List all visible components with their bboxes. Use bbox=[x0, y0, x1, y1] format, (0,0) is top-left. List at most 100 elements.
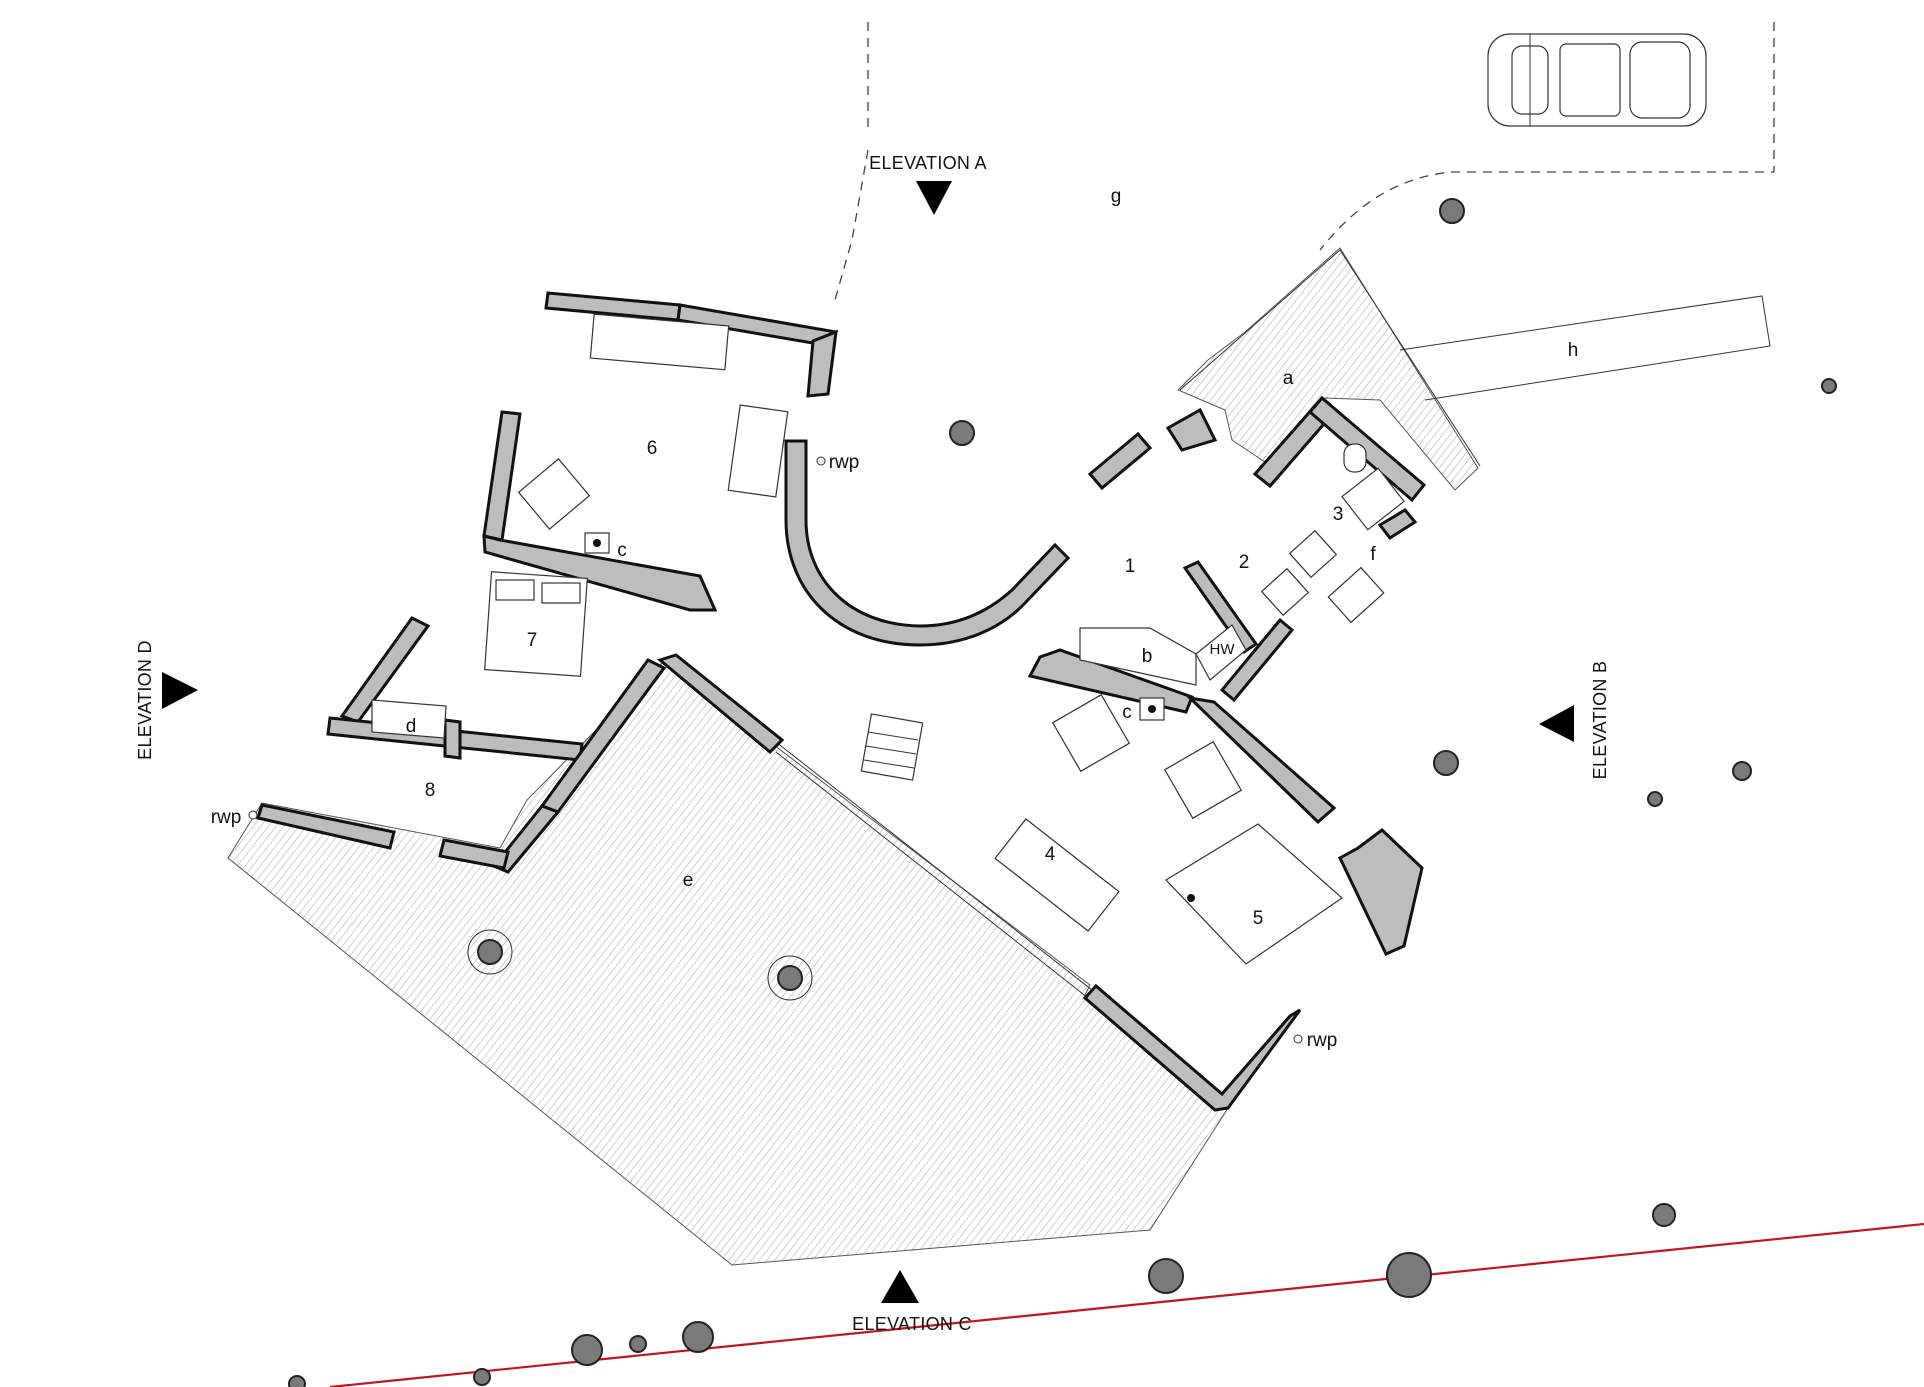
glazing bbox=[775, 741, 1093, 991]
room-labels: 1 2 3 4 5 6 7 8 bbox=[425, 438, 1344, 929]
wall bbox=[656, 653, 785, 755]
wall bbox=[1027, 648, 1194, 714]
property-boundary-line bbox=[329, 1222, 1924, 1387]
tree bbox=[467, 929, 513, 975]
room-3-label: 3 bbox=[1333, 504, 1344, 525]
wall bbox=[1219, 617, 1295, 703]
rwp-label: rwp bbox=[829, 452, 860, 473]
key-labels: a b c c d e f g h HW bbox=[406, 186, 1579, 891]
tree bbox=[1386, 1252, 1432, 1298]
key-f-label: f bbox=[1370, 544, 1376, 565]
armchair bbox=[517, 458, 591, 530]
closet-d bbox=[371, 699, 447, 739]
wall bbox=[438, 838, 510, 870]
wall bbox=[1338, 828, 1424, 956]
tree bbox=[1652, 1203, 1676, 1227]
pillow bbox=[541, 582, 581, 604]
car-icon bbox=[1487, 33, 1707, 127]
key-c-label: c bbox=[1122, 702, 1132, 723]
tree bbox=[288, 1375, 306, 1387]
tree bbox=[473, 1368, 491, 1386]
parking-boundary-dashed bbox=[1319, 22, 1775, 251]
rwp-label: rwp bbox=[1307, 1030, 1338, 1051]
wall bbox=[1185, 695, 1337, 825]
shower bbox=[1341, 467, 1405, 531]
toilet bbox=[1343, 443, 1367, 473]
tree bbox=[571, 1334, 603, 1366]
elevation-a-arrow-icon bbox=[916, 181, 952, 215]
key-g-label: g bbox=[1111, 186, 1122, 207]
wall bbox=[482, 534, 718, 612]
tree bbox=[1148, 1258, 1184, 1294]
terrace-e bbox=[227, 659, 1231, 1266]
wall bbox=[1182, 560, 1259, 655]
key-e-label: e bbox=[683, 870, 694, 891]
trees bbox=[288, 198, 1837, 1387]
tree bbox=[1821, 378, 1837, 394]
rwp-markers: rwp rwp rwp bbox=[211, 452, 1338, 1051]
elevation-c-label: ELEVATION C bbox=[852, 1314, 972, 1334]
elevation-d-arrow-icon bbox=[162, 672, 198, 709]
hot-water bbox=[1195, 624, 1247, 681]
elevation-b-label: ELEVATION B bbox=[1590, 661, 1610, 780]
cabinet-f bbox=[1327, 566, 1385, 624]
tree bbox=[949, 420, 975, 446]
stairs bbox=[860, 713, 924, 781]
cupboard-b bbox=[1079, 627, 1197, 686]
dining-table bbox=[994, 818, 1120, 932]
wall bbox=[1087, 431, 1153, 491]
elevation-c-arrow-icon bbox=[881, 1270, 919, 1303]
wall bbox=[443, 718, 462, 760]
tree bbox=[777, 965, 803, 991]
rwp-label: rwp bbox=[211, 807, 242, 828]
elevation-b-arrow-icon bbox=[1539, 705, 1574, 742]
deck-a bbox=[1177, 247, 1479, 491]
room-7-label: 7 bbox=[527, 630, 538, 651]
armchair bbox=[1051, 693, 1131, 773]
wall bbox=[1165, 407, 1218, 452]
sink bbox=[1260, 567, 1310, 617]
wall bbox=[1307, 395, 1427, 503]
chimney bbox=[593, 539, 601, 547]
room-1-label: 1 bbox=[1125, 556, 1136, 577]
sofa bbox=[589, 313, 730, 371]
key-h-label: h bbox=[1568, 340, 1579, 361]
room-2-label: 2 bbox=[1239, 552, 1250, 573]
site-boundary-dashed bbox=[834, 22, 869, 301]
room-4-label: 4 bbox=[1045, 844, 1056, 865]
wall bbox=[806, 329, 838, 398]
key-a-label: a bbox=[1283, 368, 1294, 389]
sofa bbox=[727, 404, 789, 498]
rwp-icon bbox=[248, 810, 258, 820]
tree bbox=[1439, 198, 1465, 224]
tree bbox=[767, 955, 813, 1001]
site-layer bbox=[227, 22, 1924, 1387]
tree bbox=[1732, 761, 1752, 781]
elevation-a-label: ELEVATION A bbox=[869, 153, 987, 173]
tree bbox=[682, 1321, 714, 1353]
wall bbox=[482, 410, 522, 542]
elevation-markers: ELEVATION A ELEVATION B ELEVATION C ELEV… bbox=[135, 153, 1610, 1334]
armchair bbox=[1163, 740, 1243, 820]
glazing bbox=[775, 751, 1089, 999]
tree bbox=[477, 939, 503, 965]
sink bbox=[1288, 529, 1338, 579]
wall bbox=[1082, 983, 1302, 1112]
wall bbox=[491, 804, 561, 874]
elevation-d-label: ELEVATION D bbox=[135, 640, 155, 760]
wall bbox=[1377, 508, 1418, 541]
key-hw-label: HW bbox=[1210, 641, 1236, 658]
pillow bbox=[495, 579, 535, 601]
tree bbox=[629, 1335, 647, 1353]
key-b-label: b bbox=[1142, 646, 1153, 667]
wall bbox=[256, 803, 396, 850]
room-6-label: 6 bbox=[647, 438, 658, 459]
deck-a-outline bbox=[1179, 249, 1481, 467]
key-c-label: c bbox=[617, 540, 627, 561]
key-d-label: d bbox=[406, 716, 417, 737]
rwp-icon bbox=[816, 456, 826, 466]
rwp-icon bbox=[1293, 1034, 1303, 1044]
room-8-label: 8 bbox=[425, 780, 436, 801]
fittings bbox=[371, 313, 1405, 965]
